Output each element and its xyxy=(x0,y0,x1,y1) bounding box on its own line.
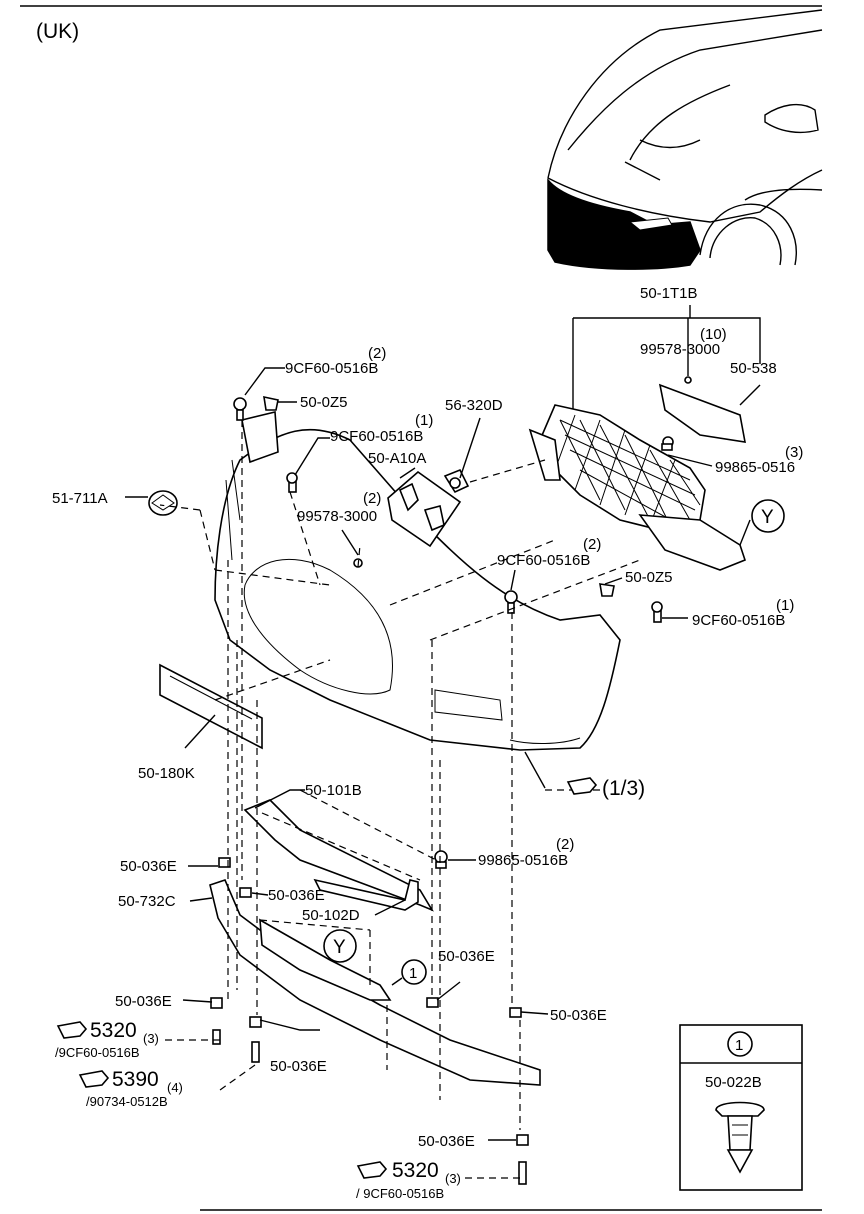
label-50-180K: 50-180K xyxy=(138,765,195,782)
label-5320-right: 5320 xyxy=(392,1159,439,1182)
ref-circle-y-top xyxy=(751,499,785,533)
label-50-036E-a: 50-036E xyxy=(120,858,177,875)
label-5320-left: 5320 xyxy=(90,1019,137,1042)
label-qty-2-c: (2) xyxy=(583,536,601,553)
label-50-036E-c: 50-036E xyxy=(438,948,495,965)
label-50-102D: 50-102D xyxy=(302,907,360,924)
label-50-732C: 50-732C xyxy=(118,893,176,910)
label-50-538: 50-538 xyxy=(730,360,777,377)
inset-ref: 1 xyxy=(735,1037,743,1054)
deflector-50-102D xyxy=(313,878,419,911)
push-clip-icon xyxy=(715,1101,765,1174)
inset-part-number: 50-022B xyxy=(705,1074,762,1091)
hand-pointer-icon xyxy=(566,777,598,795)
label-ref-circle-1: 1 xyxy=(409,965,417,982)
label-50-0Z5-top: 50-0Z5 xyxy=(300,394,348,411)
bumper-cover xyxy=(214,411,621,751)
hand-pointer-icon xyxy=(356,1161,388,1179)
inset-box: 1 50-022B xyxy=(679,1024,803,1191)
label-9CF60-c: 9CF60-0516B xyxy=(497,552,590,569)
fasteners xyxy=(210,395,674,1185)
label-qty-2-d: (2) xyxy=(556,836,574,853)
hand-pointer-icon xyxy=(78,1070,110,1088)
label-qty-3-left: (3) xyxy=(143,1031,159,1046)
emblem xyxy=(148,490,178,516)
label-ref-y-top: Y xyxy=(761,507,774,528)
label-56-320D: 56-320D xyxy=(445,397,503,414)
label-qty-2-top: (2) xyxy=(368,345,386,362)
label-bolt-5390: /90734-0512B xyxy=(86,1094,168,1109)
label-9CF60-top: 9CF60-0516B xyxy=(285,360,378,377)
label-99865-0516: 99865-0516 xyxy=(715,459,795,476)
label-50-0Z5-right: 50-0Z5 xyxy=(625,569,673,586)
label-50-036E-d: 50-036E xyxy=(115,993,172,1010)
label-ref-one-third: (1/3) xyxy=(602,777,645,800)
hand-pointer-icon xyxy=(56,1021,88,1039)
label-50-036E-b: 50-036E xyxy=(268,887,325,904)
license-plate-bracket xyxy=(159,663,263,750)
reinforcement-50-732C xyxy=(209,879,541,1086)
foglamp-bracket xyxy=(387,468,470,548)
label-9CF60-mid: 9CF60-0516B xyxy=(330,428,423,445)
ref-circle-1 xyxy=(401,959,427,985)
label-50-1T1B: 50-1T1B xyxy=(640,285,698,302)
label-99578-3000-top: 99578-3000 xyxy=(640,341,720,358)
label-99865-0516B: 99865-0516B xyxy=(478,852,568,869)
grille-part xyxy=(528,376,746,571)
label-9CF60-right: 9CF60-0516B xyxy=(692,612,785,629)
label-qty-3: (3) xyxy=(785,444,803,461)
label-99578-3000-mid: 99578-3000 xyxy=(297,508,377,525)
car-illustration xyxy=(547,9,823,270)
label-50-036E-f: 50-036E xyxy=(270,1058,327,1075)
label-5390: 5390 xyxy=(112,1068,159,1091)
label-bolt-5320-right: / 9CF60-0516B xyxy=(356,1186,444,1201)
label-qty-10: (10) xyxy=(700,326,727,343)
ref-circle-y-bottom xyxy=(323,929,357,963)
label-50-036E-g: 50-036E xyxy=(418,1133,475,1150)
label-qty-4: (4) xyxy=(167,1080,183,1095)
inset-ref-circle xyxy=(727,1031,753,1057)
label-51-711A: 51-711A xyxy=(52,490,108,507)
label-qty-1-b: (1) xyxy=(776,597,794,614)
region-label: (UK) xyxy=(36,20,79,43)
label-bolt-5320-left: /9CF60-0516B xyxy=(55,1045,140,1060)
label-50-A10A: 50-A10A xyxy=(368,450,426,467)
label-ref-y-bottom: Y xyxy=(333,937,346,958)
label-qty-3-right: (3) xyxy=(445,1171,461,1186)
label-qty-1-a: (1) xyxy=(415,412,433,429)
label-qty-2-b: (2) xyxy=(363,490,381,507)
label-50-036E-e: 50-036E xyxy=(550,1007,607,1024)
leader-lines xyxy=(125,367,761,1141)
label-50-101B: 50-101B xyxy=(305,782,362,799)
